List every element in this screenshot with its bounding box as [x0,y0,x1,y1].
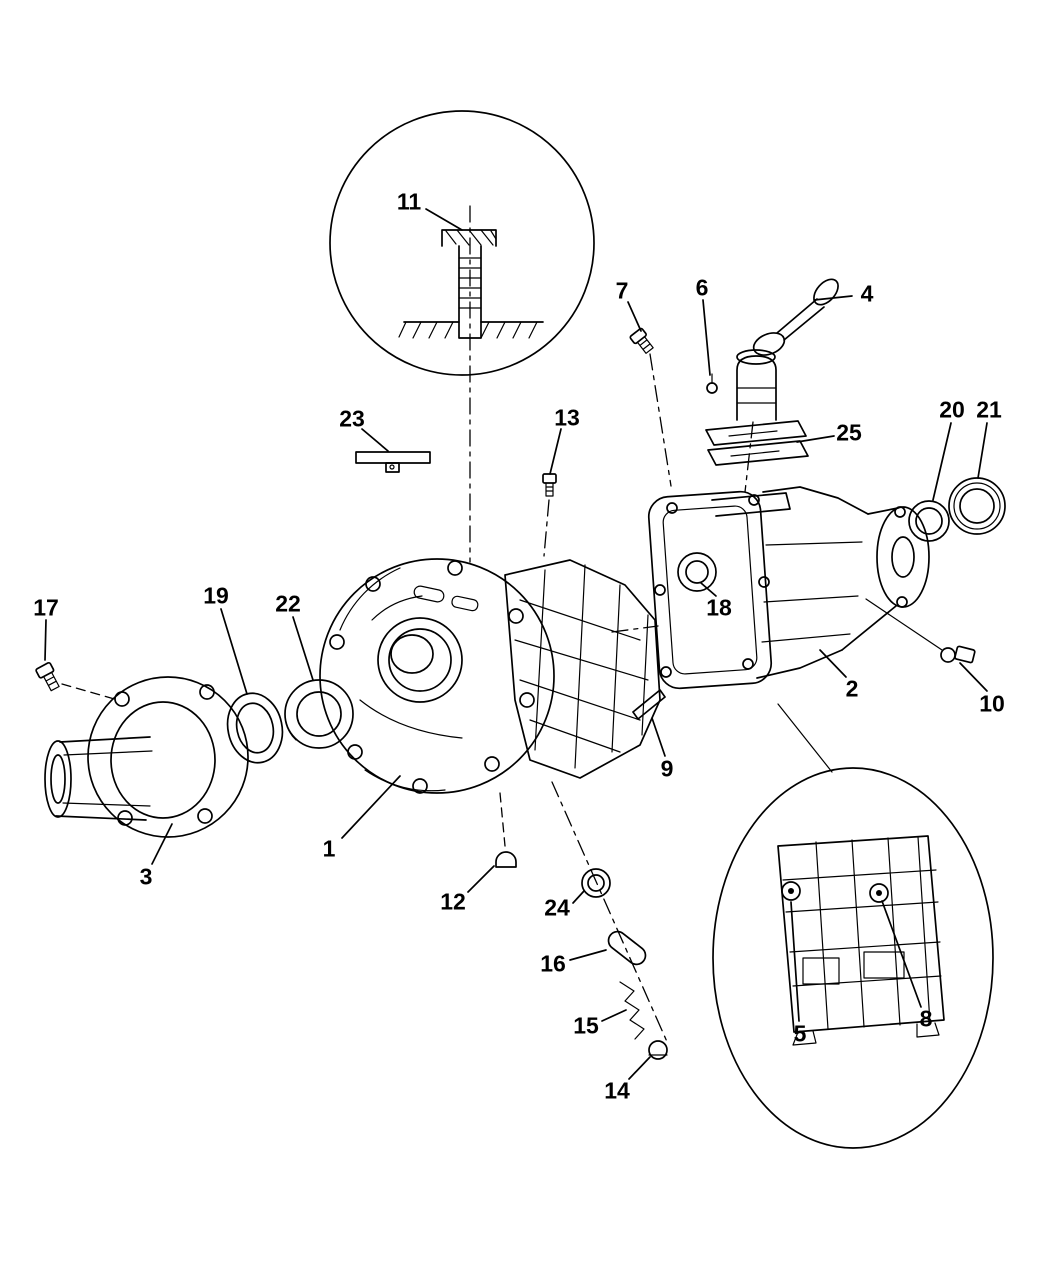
bearing-22-drawing [284,679,354,749]
callout-2: 2 [845,675,859,702]
callout-18: 18 [706,594,732,621]
callout-21: 21 [976,396,1002,423]
callout-23: 23 [339,405,365,432]
gear-cluster-drawing [504,559,661,779]
gasket-plates-drawing [705,420,809,466]
plug-12-drawing [495,851,517,868]
rear-case-drawing [647,486,930,690]
callout-9: 9 [660,755,674,782]
callout-5: 5 [793,1020,807,1047]
callout-11: 11 [396,188,422,215]
seal-19-drawing [226,692,284,764]
callout-4: 4 [860,280,874,307]
bolt-13-drawing [542,473,557,557]
ring-20-drawing [908,500,950,542]
top-detail-circle [329,110,595,376]
callout-7: 7 [615,277,629,304]
callout-24: 24 [544,894,570,921]
bushing-24-drawing [581,868,611,898]
callout-12: 12 [440,888,466,915]
ring-21-drawing [948,477,1006,535]
stud-11-drawing [398,229,544,339]
detent-axis [551,781,669,1045]
roller-16-drawing [607,930,647,966]
bracket-23-drawing [355,451,431,473]
plug-14-drawing [648,1040,668,1060]
callout-19: 19 [203,582,229,609]
callout-8: 8 [919,1005,933,1032]
pin-9-drawing [632,689,666,720]
callout-14: 14 [604,1077,630,1104]
plug-12-axis [499,792,506,847]
bolt-17-drawing [35,661,119,701]
extension-housing-drawing [44,676,249,838]
front-adapter-drawing [319,558,555,794]
callout-10: 10 [979,690,1005,717]
detail-link-line [777,703,833,773]
bolt-7-drawing [629,327,672,487]
leader-lines [44,208,988,1080]
callout-1: 1 [322,835,336,862]
callout-20: 20 [939,396,965,423]
callout-22: 22 [275,590,301,617]
spring-15-drawing [619,981,645,1040]
callout-6: 6 [695,274,709,301]
callout-15: 15 [573,1012,599,1039]
callout-3: 3 [139,863,153,890]
callout-16: 16 [540,950,566,977]
callout-13: 13 [554,404,580,431]
case-side-view-drawing [777,835,945,1046]
bottom-detail-ellipse [712,767,994,1149]
callout-25: 25 [836,419,862,446]
callout-17: 17 [33,594,59,621]
sensor-10-drawing [865,598,976,664]
